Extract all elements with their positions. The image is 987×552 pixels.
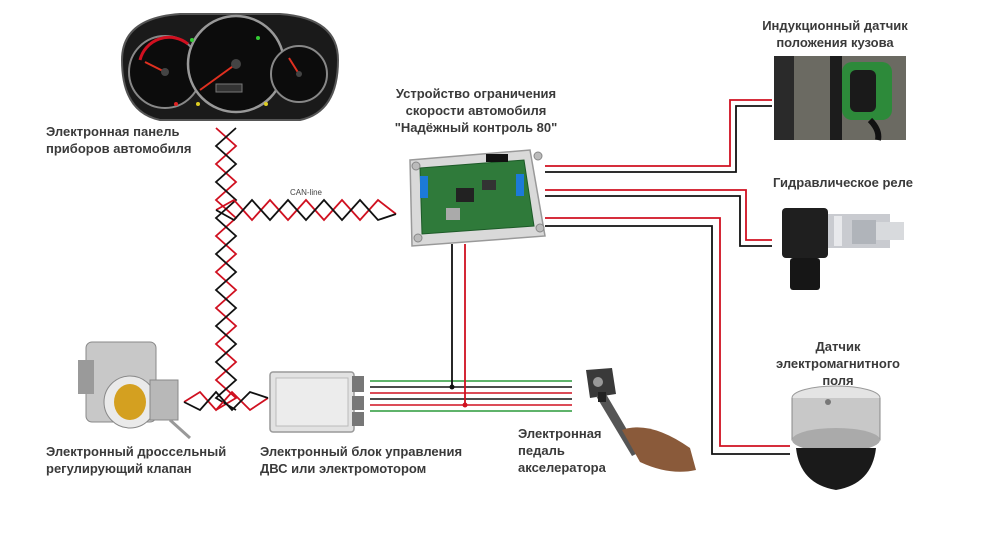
ecu-label: Электронный блок управления ДВС или элек… [260, 444, 463, 476]
limiter-device-image [409, 149, 546, 247]
inductive-sensor-image [774, 56, 906, 141]
limiter-label: Устройство ограничения скорости автомоби… [394, 86, 558, 135]
dashboard-label: Электронная панель приборов автомобиля [46, 124, 192, 156]
throttle-image [78, 341, 192, 440]
can-line-horizontal [215, 198, 397, 222]
ecu-pedal-wires [370, 380, 572, 412]
em-sensor-label: Датчик электромагнитного поля [775, 339, 901, 388]
inductive-sensor-label: Индукционный датчик положения кузова [762, 18, 908, 50]
hydraulic-relay-label: Гидравлическое реле [773, 175, 913, 190]
pedal-label: Электронная педаль акселератора [518, 426, 606, 475]
can-line-bottom [183, 390, 269, 412]
em-sensor-image [791, 385, 881, 490]
pedal-image [586, 368, 696, 472]
limiter-sensor-wires [545, 99, 790, 455]
limiter-pedal-wires [449, 244, 468, 408]
can-line-label: CAN-line [290, 188, 323, 197]
throttle-label: Электронный дроссельный регулирующий кла… [46, 444, 227, 476]
can-line-vertical [214, 127, 238, 411]
dashboard-image [120, 13, 340, 121]
ecu-image [269, 371, 364, 433]
hydraulic-relay-image [782, 208, 904, 290]
